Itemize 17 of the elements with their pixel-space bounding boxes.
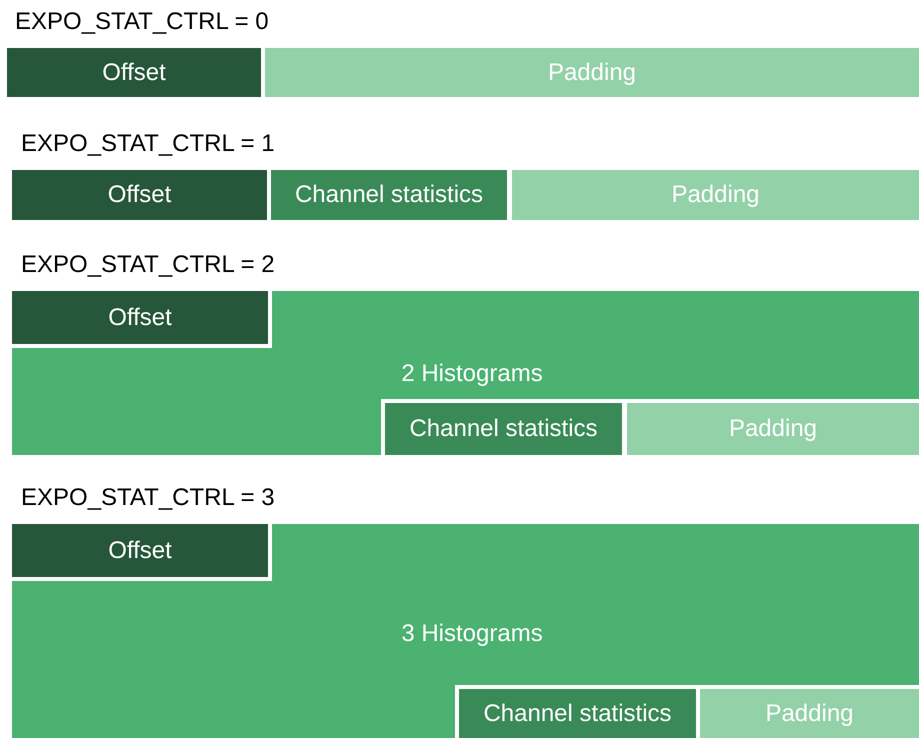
channel-statistics-field: Channel statistics [271,170,507,220]
section-heading: EXPO_STAT_CTRL = 3 [21,484,275,512]
offset-field: Offset [7,48,261,97]
region-label: 2 Histograms [401,360,543,388]
padding-field: Padding [512,170,919,220]
padding-field: Padding [265,48,919,97]
region-label: 3 Histograms [401,620,543,648]
offset-field: Offset [12,291,268,344]
offset-field: Offset [12,170,267,220]
channel-statistics-field: Channel statistics [385,403,622,455]
section-heading: EXPO_STAT_CTRL = 0 [15,8,269,36]
padding-field: Padding [700,689,919,738]
channel-statistics-field: Channel statistics [459,689,696,738]
offset-field: Offset [12,524,268,577]
section-heading: EXPO_STAT_CTRL = 2 [21,251,275,279]
section-heading: EXPO_STAT_CTRL = 1 [21,130,275,158]
padding-field: Padding [627,403,919,455]
